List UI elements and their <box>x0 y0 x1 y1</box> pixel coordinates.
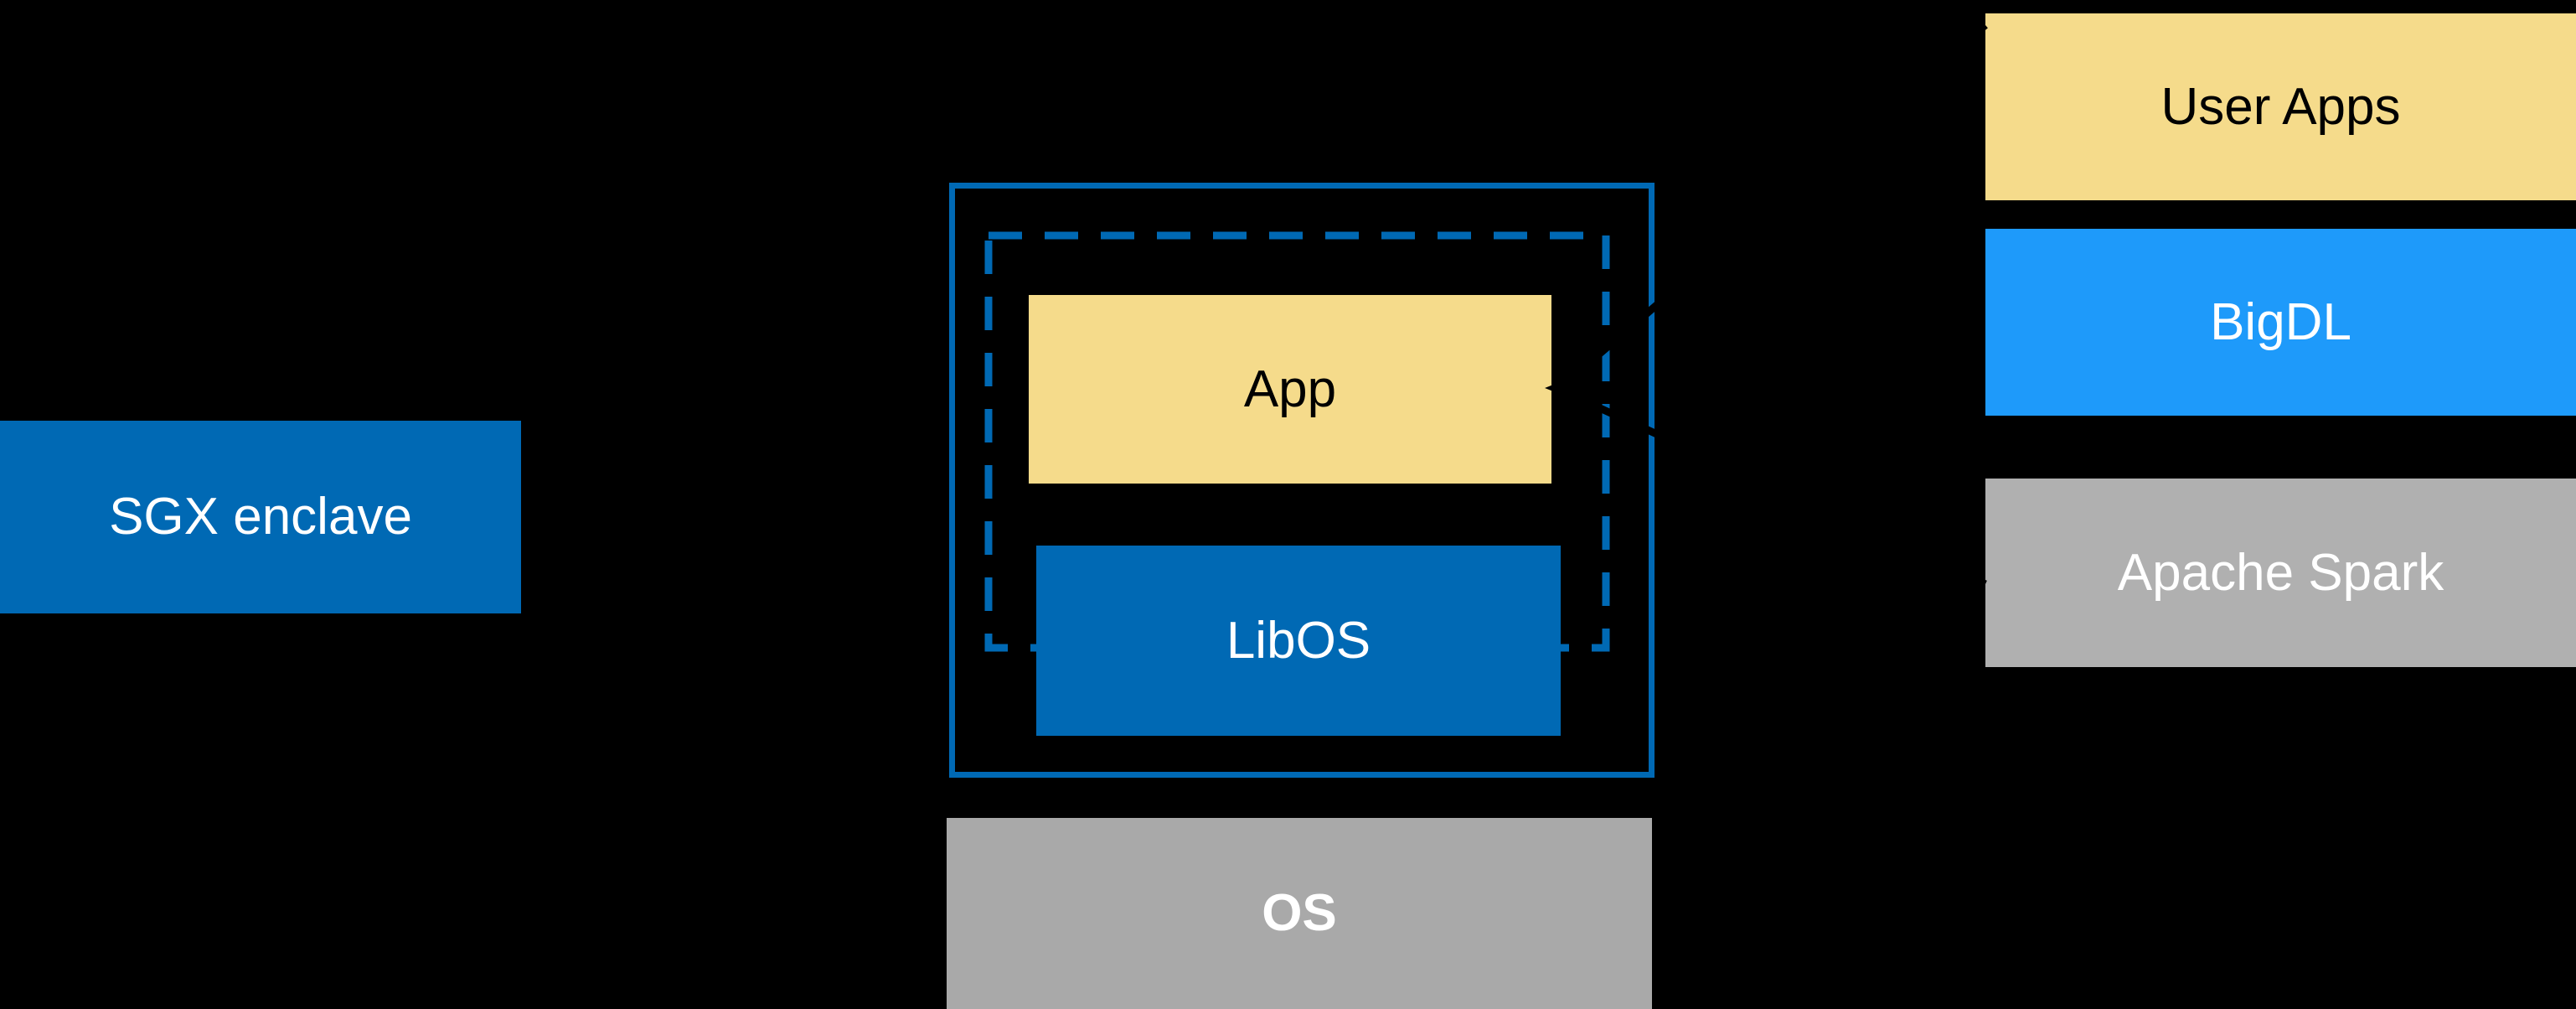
app-label: App <box>1243 360 1337 418</box>
sgx-enclave-label: SGX enclave <box>109 488 412 546</box>
os-box: OS <box>947 818 1652 1009</box>
app-arrowhead-icon <box>1545 377 1572 399</box>
apache-spark-label: Apache Spark <box>2117 543 2444 602</box>
user-apps-label: User Apps <box>2160 77 2401 136</box>
app-box: App <box>1029 295 1551 484</box>
libos-box: LibOS <box>1036 546 1561 736</box>
libos-label: LibOS <box>1226 611 1371 670</box>
apache-spark-box: Apache Spark <box>1985 479 2576 667</box>
bigdl-label: BigDL <box>2210 292 2351 351</box>
sgx-enclave-box: SGX enclave <box>0 421 521 613</box>
funnel-lower-line <box>1562 387 1987 588</box>
funnel-upper-line <box>1561 22 1988 388</box>
enclave-outline-box <box>949 183 1655 778</box>
sgx-arrowhead-icon <box>521 505 550 527</box>
libos-dashed-boundary <box>984 231 1610 652</box>
user-apps-box: User Apps <box>1985 13 2576 200</box>
os-label: OS <box>1262 884 1337 942</box>
bigdl-box: BigDL <box>1985 229 2576 416</box>
